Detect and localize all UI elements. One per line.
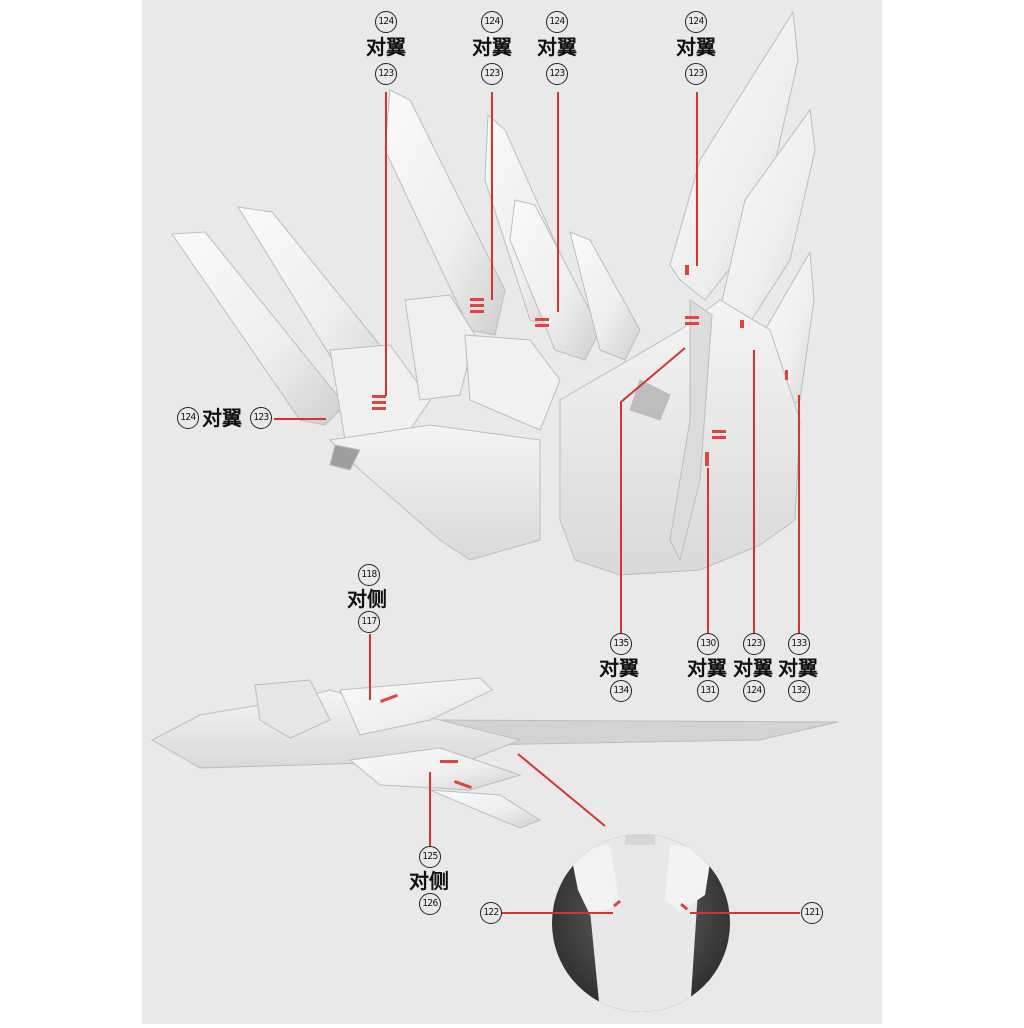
inset-part [665, 845, 712, 912]
part-number-label: 134 [610, 680, 632, 702]
wing-blade [669, 10, 799, 301]
inset-part [570, 845, 620, 915]
pair-wing-label: 对翼 [472, 35, 512, 59]
part-number-label: 123 [375, 63, 397, 85]
wing-body-detail [669, 299, 713, 562]
side-lower-fin [429, 789, 542, 829]
callout-line [517, 753, 606, 827]
part-number-label: 124 [177, 407, 199, 429]
part-number-label: 117 [358, 611, 380, 633]
wing-assembly [171, 10, 816, 576]
wing-body-detail [629, 379, 671, 421]
wing-blade [509, 199, 601, 361]
wing-root [329, 344, 431, 441]
part-number-label: 123 [481, 63, 503, 85]
part-number-label: 118 [358, 564, 380, 586]
side-top-block [254, 679, 331, 739]
side-assembly [150, 677, 839, 829]
pair-wing-label: 对翼 [778, 656, 818, 680]
pair-wing-label: 对翼 [366, 35, 406, 59]
part-number-label: 135 [610, 633, 632, 655]
part-number-label: 133 [788, 633, 810, 655]
part-number-label: 123 [685, 63, 707, 85]
detail-inset [552, 834, 730, 1012]
pair-wing-label: 对翼 [676, 35, 716, 59]
part-number-label: 123 [743, 633, 765, 655]
wing-body-detail [329, 444, 361, 471]
part-number-label: 131 [697, 680, 719, 702]
part-number-label: 125 [419, 846, 441, 868]
part-number-label: 124 [546, 11, 568, 33]
pair-wing-label: 对翼 [687, 656, 727, 680]
part-number-label: 124 [375, 11, 397, 33]
part-number-label: 124 [481, 11, 503, 33]
side-lower-fin [348, 747, 522, 791]
wing-blade [171, 231, 346, 426]
pair-wing-label: 对翼 [537, 35, 577, 59]
part-number-label: 124 [743, 680, 765, 702]
part-number-label: 132 [788, 680, 810, 702]
part-number-label: 122 [480, 902, 502, 924]
paint-markings [372, 265, 788, 466]
part-number-label: 124 [685, 11, 707, 33]
part-number-label: 123 [546, 63, 568, 85]
wing-blade [569, 231, 641, 361]
wing-root [464, 334, 561, 431]
side-upper-fin [339, 677, 493, 736]
paint-markings [380, 693, 472, 789]
wing-root [328, 424, 541, 561]
part-number-label: 121 [801, 902, 823, 924]
part-number-label: 130 [697, 633, 719, 655]
pair-wing-label: 对翼 [202, 406, 242, 430]
part-number-label: 126 [419, 893, 441, 915]
callout-line [620, 347, 686, 633]
pair-wing-label: 对翼 [599, 656, 639, 680]
part-number-label: 123 [250, 407, 272, 429]
opposite-side-label: 对侧 [409, 869, 449, 893]
callout-lines [274, 92, 800, 914]
pair-wing-label: 对翼 [733, 656, 773, 680]
side-base [150, 689, 522, 769]
opposite-side-label: 对侧 [347, 587, 387, 611]
